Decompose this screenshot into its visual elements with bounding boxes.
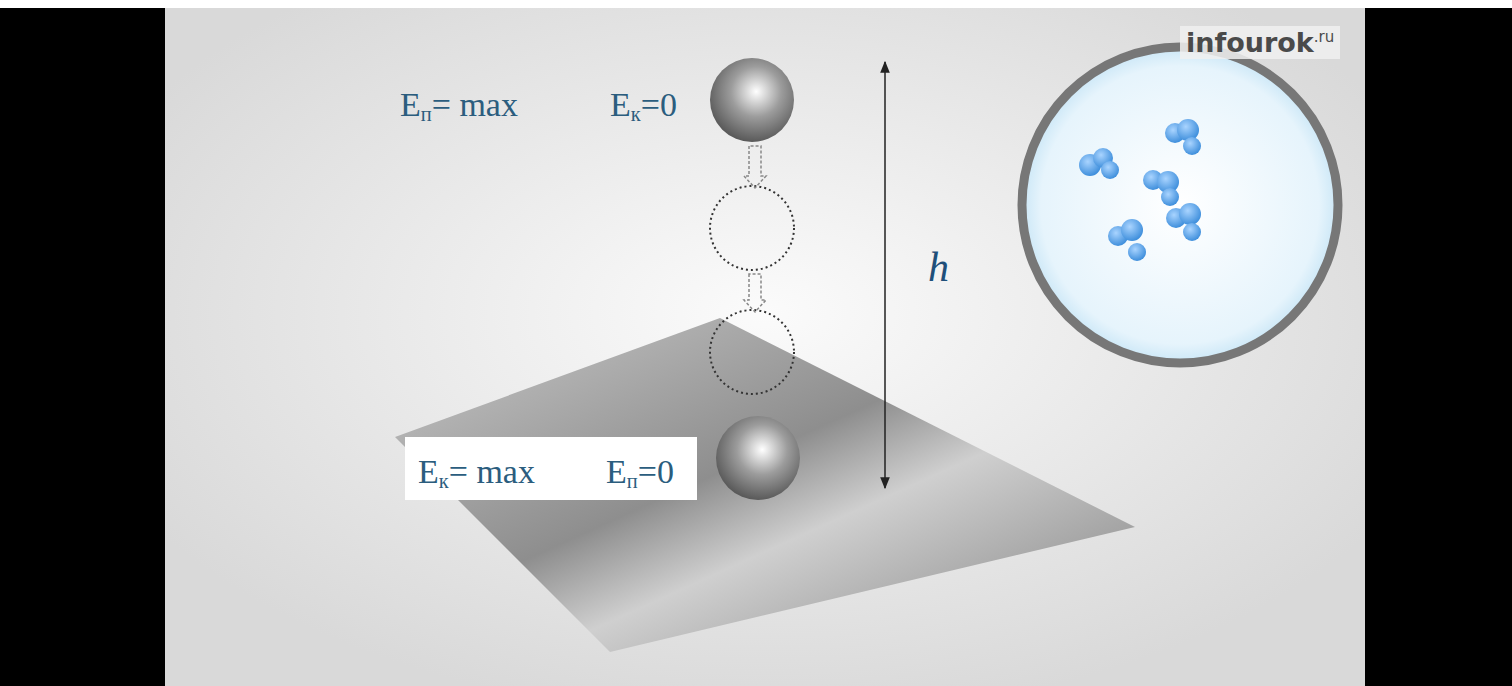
label-patch <box>405 437 697 500</box>
energy-label: Eп=0 <box>606 455 674 492</box>
slide-ground <box>165 8 1365 686</box>
falling-ball <box>710 58 800 500</box>
height-arrow <box>884 62 886 488</box>
watermark: infourok.ru <box>1180 26 1340 59</box>
molecule-bubble <box>1022 47 1338 363</box>
energy-label: Eк= max <box>418 455 535 492</box>
energy-label: Eк=0 <box>610 88 677 125</box>
ground-plane <box>395 318 1135 652</box>
menu-strip <box>0 0 1512 8</box>
height-label: h <box>928 246 949 288</box>
energy-label: Eп= max <box>400 88 518 125</box>
